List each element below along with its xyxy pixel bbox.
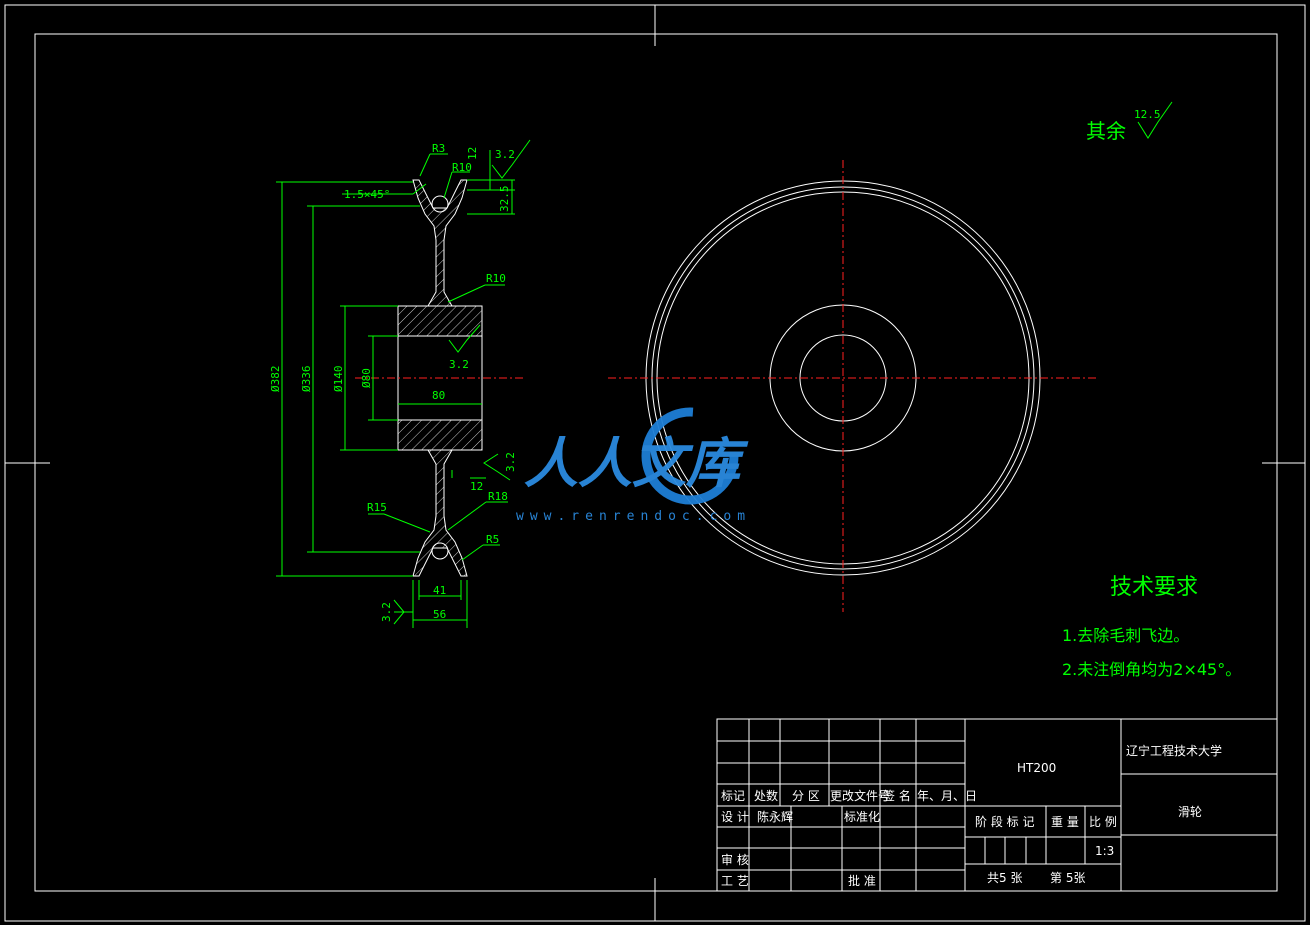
dim-32-5: 32.5 (498, 186, 511, 213)
rope-circle-top (431, 195, 449, 213)
tb-standard-label: 标准化 (844, 810, 880, 824)
dim-r10-top: R10 (452, 161, 472, 174)
dim-12-top: 12 (466, 147, 479, 160)
dim-phi336: Ø336 (300, 366, 313, 393)
tb-school: 辽宁工程技术大学 (1126, 743, 1222, 758)
tb-designer: 陈永辉 (757, 809, 793, 824)
tb-process-label: 工 艺 (721, 874, 749, 888)
tb-material: HT200 (1017, 761, 1056, 775)
title-block: HT200 辽宁工程技术大学 滑轮 标记 处数 分 区 更改文件号 签 名 年、… (716, 718, 1278, 892)
tb-sheets-total: 共5 张 (987, 871, 1022, 885)
hub-section-bottom (397, 419, 483, 451)
front-view (608, 160, 1096, 612)
dimension-lines (276, 139, 531, 628)
roughness-symbol-icon (1137, 101, 1173, 139)
hub-section-top (397, 305, 483, 337)
watermark-logo-icon (641, 407, 739, 505)
tb-header-mark: 标记 (721, 789, 745, 803)
dim-hub-width: 80 (432, 389, 445, 402)
rough-rest-value: 12.5 (1134, 108, 1161, 121)
tb-scale-label: 比 例 (1089, 815, 1117, 829)
tb-part-name: 滑轮 (1178, 805, 1202, 819)
tb-header-docno: 更改文件号 (830, 788, 890, 803)
dim-41: 41 (433, 584, 446, 597)
tb-weight-label: 重 量 (1051, 815, 1079, 829)
rim-section-bottom (412, 449, 468, 577)
dim-r15: R15 (367, 501, 387, 514)
rough-rest: 其余 12.5 (1086, 101, 1173, 143)
rim-section-top (412, 179, 468, 307)
tb-review-label: 审 核 (721, 852, 749, 867)
dim-roughness-top: 3.2 (495, 148, 515, 161)
section-view (355, 179, 525, 577)
watermark-url: www.renrendoc.com (516, 509, 751, 524)
dim-phi140: Ø140 (332, 366, 345, 393)
dim-roughness-right: 3.2 (504, 452, 517, 472)
dim-r18: R18 (488, 490, 508, 503)
tb-scale-value: 1:3 (1095, 844, 1114, 858)
sheet-border (4, 4, 1306, 922)
tb-header-date: 年、月、日 (917, 789, 977, 803)
dim-56: 56 (433, 608, 446, 621)
tech-requirements: 技术要求 1.去除毛刺飞边。 2.未注倒角均为2×45°。 (1062, 575, 1241, 679)
tech-item-1: 1.去除毛刺飞边。 (1062, 626, 1189, 645)
tb-approve-label: 批 准 (848, 873, 876, 888)
watermark: 人人文库 www.renrendoc.com (516, 407, 751, 524)
rough-rest-label: 其余 (1086, 119, 1126, 143)
dim-r3: R3 (432, 142, 445, 155)
tb-design-label: 设 计 (721, 810, 749, 824)
dim-12-low: 12 (470, 480, 483, 493)
tb-header-sign: 签 名 (883, 788, 911, 803)
tb-stage-label: 阶 段 标 记 (975, 814, 1034, 829)
tb-sheet-no: 第 5张 (1050, 871, 1085, 885)
dim-chamfer: 1.5×45° (344, 188, 390, 201)
rope-circle-bottom (431, 542, 449, 560)
dim-r5: R5 (486, 533, 499, 546)
tb-header-zone: 分 区 (792, 789, 820, 803)
tb-header-count: 处数 (754, 788, 778, 803)
dim-roughness-left: 3.2 (380, 602, 393, 622)
dim-phi382: Ø382 (269, 366, 282, 393)
watermark-text: 人人文库 (524, 432, 749, 495)
dim-r10-mid: R10 (486, 272, 506, 285)
tech-item-2: 2.未注倒角均为2×45°。 (1062, 660, 1241, 679)
dim-phi80: Ø80 (360, 368, 373, 388)
tech-title: 技术要求 (1110, 575, 1198, 600)
dim-roughness-bore: 3.2 (449, 358, 469, 371)
